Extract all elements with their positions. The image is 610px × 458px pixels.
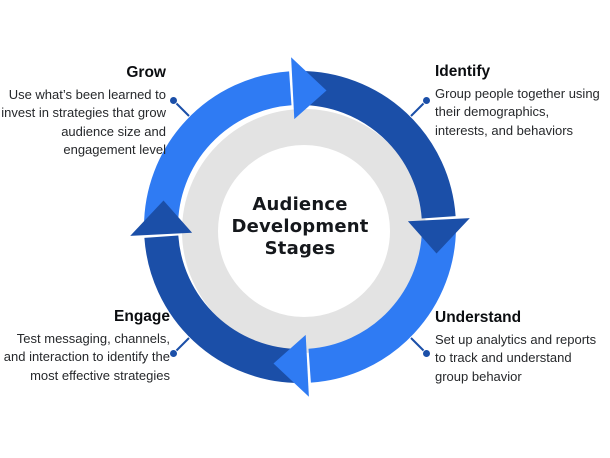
connector-line-grow xyxy=(175,102,190,117)
diagram-title-line: Audience xyxy=(252,194,348,215)
stage-grow-title: Grow xyxy=(126,64,166,81)
stage-engage-description: Test messaging, channels, and interactio… xyxy=(4,330,170,385)
stage-grow-desc-line: invest in strategies that grow xyxy=(1,105,166,121)
diagram-title-line: Development xyxy=(231,216,369,237)
stage-understand: Understand Set up analytics and reports … xyxy=(435,308,596,386)
stage-understand-desc-line: group behavior xyxy=(435,368,522,384)
connector-dot-identify xyxy=(423,97,430,104)
stage-grow-desc-line: engagement level xyxy=(63,141,166,157)
stage-understand-description: Set up analytics and reports to track an… xyxy=(435,331,596,386)
stage-identify-title: Identify xyxy=(435,63,491,80)
connector-line-identify xyxy=(410,102,425,117)
stage-engage-title: Engage xyxy=(114,308,170,325)
inner-gray-ring xyxy=(182,109,426,353)
stage-grow-desc-line: Use what’s been learned to xyxy=(8,87,166,102)
stage-grow-desc-line: audience size and xyxy=(61,123,166,139)
stage-grow-description: Use what’s been learned to invest in str… xyxy=(1,86,166,159)
stage-identify-description: Group people together using their demogr… xyxy=(435,85,600,140)
stage-identify-desc-line: interests, and behaviors xyxy=(435,122,574,138)
connector-dot-grow xyxy=(170,97,177,104)
stage-engage-desc-line: most effective strategies xyxy=(30,367,170,383)
connector-line-understand xyxy=(410,337,425,352)
stage-identify: Identify Group people together using the… xyxy=(435,62,600,140)
stage-understand-desc-line: to track and understand xyxy=(435,350,572,366)
connector-dot-understand xyxy=(423,350,430,357)
stage-identify-desc-line: their demographics, xyxy=(435,104,550,120)
diagram-title-line: Stages xyxy=(264,238,336,259)
stage-engage: Engage Test messaging, channels, and int… xyxy=(4,307,170,385)
stage-identify-desc-line: Group people together using xyxy=(435,86,600,101)
connector-dot-engage xyxy=(170,350,177,357)
stage-understand-desc-line: Set up analytics and reports xyxy=(435,332,597,347)
stage-understand-title: Understand xyxy=(435,309,522,326)
stage-engage-desc-line: and interaction to identify the xyxy=(3,349,170,365)
stage-engage-desc-line: Test messaging, channels, xyxy=(16,331,170,346)
stage-grow: Grow Use what’s been learned to invest i… xyxy=(1,63,166,159)
connector-line-engage xyxy=(175,337,190,352)
diagram-title: Audience Development Stages xyxy=(231,194,368,260)
